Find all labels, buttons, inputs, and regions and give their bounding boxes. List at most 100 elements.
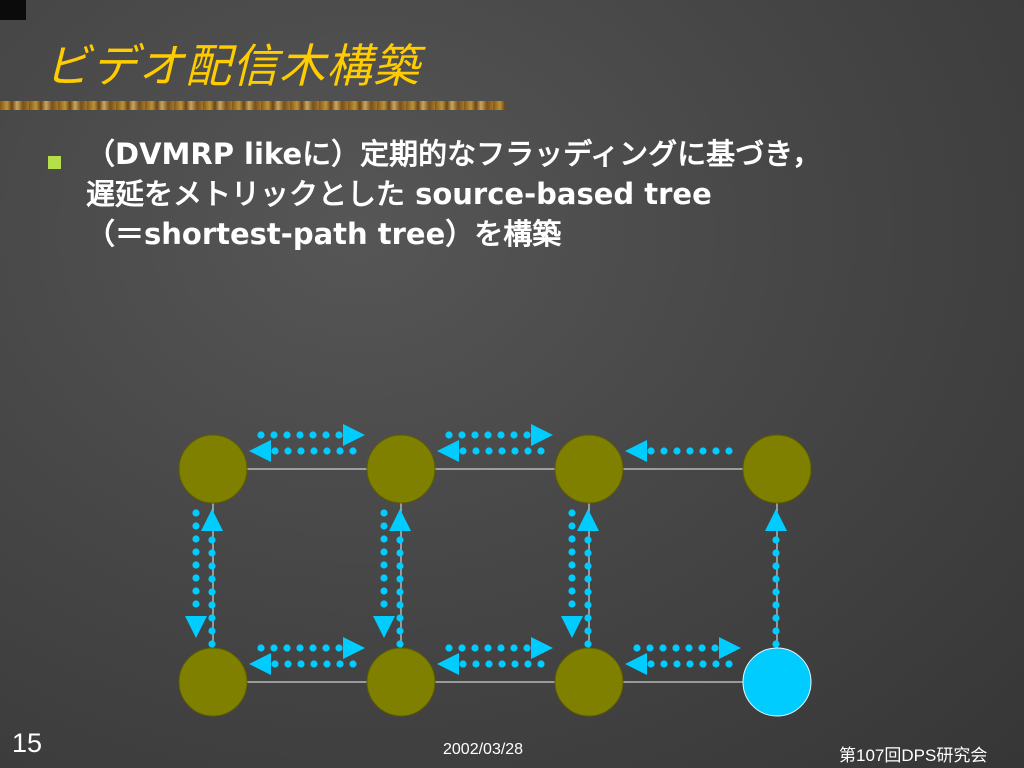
- bullet-marker: [48, 156, 61, 169]
- flood-arrow-n7-to-n8: [633, 637, 741, 659]
- arrow-dot: [284, 660, 292, 668]
- router-node-n7: [554, 647, 624, 717]
- arrow-dot: [725, 660, 733, 668]
- router-node-n4: [742, 434, 812, 504]
- arrow-dot: [584, 562, 592, 570]
- arrow-dot: [192, 574, 200, 582]
- arrow-dot: [510, 431, 518, 439]
- arrow-dot: [524, 660, 532, 668]
- flood-arrow-n7-to-n6: [437, 653, 545, 675]
- arrow-dot: [349, 660, 357, 668]
- arrow-dot: [323, 447, 331, 455]
- arrow-dot: [208, 549, 216, 557]
- arrow-dot: [568, 587, 576, 595]
- arrow-dot: [772, 614, 780, 622]
- arrow-dot: [772, 562, 780, 570]
- arrow-dot: [646, 644, 654, 652]
- footer-date: 2002/03/28: [443, 741, 524, 758]
- flood-arrow-n2-to-n3: [445, 424, 553, 446]
- arrow-dot: [568, 574, 576, 582]
- arrow-dot: [310, 447, 318, 455]
- flood-arrow-n5-to-n6: [257, 637, 365, 659]
- arrow-dot: [208, 640, 216, 648]
- arrow-dot: [498, 447, 506, 455]
- arrow-dot: [458, 644, 466, 652]
- arrow-dot: [485, 660, 493, 668]
- arrow-dot: [309, 431, 317, 439]
- flood-arrow-n5-to-n1: [201, 509, 223, 648]
- arrow-dot: [396, 575, 404, 583]
- arrow-dot: [349, 447, 357, 455]
- arrow-head: [343, 424, 365, 446]
- arrow-dot: [192, 522, 200, 530]
- arrow-dot: [396, 562, 404, 570]
- arrow-dot: [380, 574, 388, 582]
- arrow-dot: [584, 575, 592, 583]
- arrow-dot: [772, 601, 780, 609]
- arrow-dot: [660, 660, 668, 668]
- arrow-head: [389, 509, 411, 531]
- arrow-dot: [568, 509, 576, 517]
- arrow-dot: [584, 640, 592, 648]
- arrow-dot: [673, 447, 681, 455]
- bullet-line-3: （＝shortest-path tree）を構築: [86, 217, 562, 251]
- arrow-dot: [725, 447, 733, 455]
- flood-arrow-n2-to-n1: [249, 440, 357, 462]
- arrow-dot: [396, 588, 404, 596]
- arrow-dot: [459, 447, 467, 455]
- arrow-dot: [396, 627, 404, 635]
- arrow-head: [625, 653, 647, 675]
- arrow-dot: [192, 561, 200, 569]
- bullet-line-2: 遅延をメトリックとした source-based tree: [86, 177, 712, 211]
- arrow-head: [577, 509, 599, 531]
- arrow-dot: [647, 660, 655, 668]
- arrow-dot: [698, 644, 706, 652]
- arrow-dot: [445, 431, 453, 439]
- arrow-dot: [772, 627, 780, 635]
- arrow-dot: [699, 447, 707, 455]
- flood-arrow-n2-to-n6: [373, 509, 395, 638]
- arrow-dot: [772, 640, 780, 648]
- arrow-dot: [458, 431, 466, 439]
- arrow-dot: [568, 535, 576, 543]
- arrow-dot: [484, 431, 492, 439]
- arrow-dot: [257, 431, 265, 439]
- arrow-dot: [673, 660, 681, 668]
- arrow-dot: [472, 447, 480, 455]
- arrow-head: [373, 616, 395, 638]
- arrow-dot: [309, 644, 317, 652]
- arrow-dot: [270, 644, 278, 652]
- arrow-dot: [310, 660, 318, 668]
- arrow-dot: [498, 660, 506, 668]
- flood-arrow-n3-to-n2: [437, 440, 545, 462]
- arrow-head: [531, 637, 553, 659]
- arrow-dot: [257, 644, 265, 652]
- arrow-dot: [296, 644, 304, 652]
- arrow-dot: [523, 644, 531, 652]
- corner-mark: [0, 0, 26, 20]
- arrow-dot: [380, 600, 388, 608]
- arrow-dot: [396, 549, 404, 557]
- arrow-dot: [772, 588, 780, 596]
- arrow-dot: [497, 644, 505, 652]
- arrow-dot: [271, 660, 279, 668]
- arrow-dot: [471, 644, 479, 652]
- arrow-dot: [297, 660, 305, 668]
- arrow-dot: [568, 522, 576, 530]
- arrow-dot: [192, 587, 200, 595]
- flood-arrow-n6-to-n5: [249, 653, 357, 675]
- arrow-dot: [772, 575, 780, 583]
- arrow-dot: [208, 588, 216, 596]
- router-node-n1: [178, 434, 248, 504]
- arrow-dot: [686, 447, 694, 455]
- arrow-dot: [208, 601, 216, 609]
- arrow-dot: [523, 431, 531, 439]
- arrow-dot: [511, 660, 519, 668]
- arrow-dot: [524, 447, 532, 455]
- arrow-dot: [471, 431, 479, 439]
- arrow-head: [765, 509, 787, 531]
- arrow-dot: [208, 536, 216, 544]
- arrow-dot: [208, 562, 216, 570]
- arrow-head: [201, 509, 223, 531]
